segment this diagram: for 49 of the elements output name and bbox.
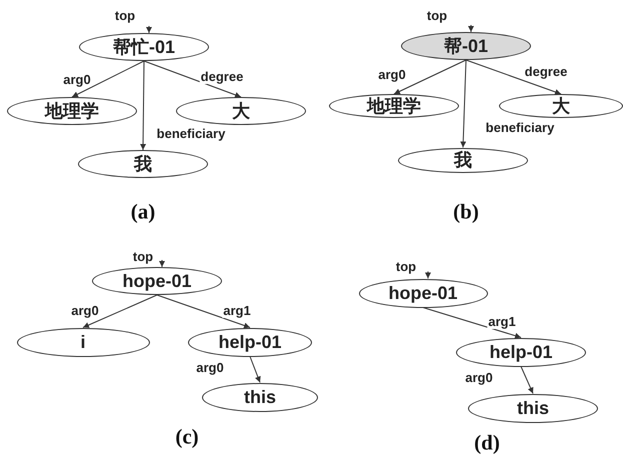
arrow [422, 307, 522, 339]
edge-label: arg0 [377, 68, 407, 82]
edge-label: arg1 [222, 304, 252, 318]
ellipse-node: 大 [499, 94, 623, 118]
arrow [82, 294, 158, 328]
edge-label: top [132, 250, 154, 264]
ellipse-node: hope-01 [92, 267, 222, 295]
panel-caption: (c) [175, 424, 199, 450]
edge-label: degree [524, 65, 568, 79]
ellipse-node: 大 [176, 97, 306, 125]
edge-label: arg0 [464, 371, 494, 385]
ellipse-node: help-01 [456, 338, 586, 366]
arrow [394, 60, 466, 94]
arrow [520, 366, 534, 394]
arrow [250, 356, 261, 383]
panel-caption: (b) [453, 200, 479, 224]
arrow [460, 60, 466, 148]
ellipse-node: 地理学 [329, 94, 459, 118]
arrow [425, 271, 431, 279]
edge-label: beneficiary [484, 121, 556, 135]
edge-label: top [426, 9, 448, 23]
ellipse-node: 地理学 [7, 97, 137, 125]
arrow [156, 294, 250, 328]
arrow [72, 60, 144, 98]
edge-label: beneficiary [156, 127, 226, 141]
arrow [140, 60, 146, 150]
ellipse-node: 帮-01 [401, 32, 531, 60]
arrow [144, 60, 242, 98]
edge-label: top [114, 9, 136, 23]
ellipse-node: 我 [78, 150, 208, 178]
ellipse-node: this [468, 394, 598, 422]
ellipse-node: 帮忙-01 [79, 33, 209, 61]
ellipse-node: this [202, 382, 318, 412]
edge-label: arg0 [62, 73, 92, 87]
ellipse-node: 我 [398, 148, 528, 172]
edge-label: arg1 [487, 315, 517, 329]
arrow [159, 260, 165, 268]
edge-label: arg0 [195, 361, 225, 375]
ellipse-node: i [16, 328, 150, 356]
panel-caption: (a) [130, 200, 156, 224]
ellipse-node: help-01 [188, 328, 312, 356]
arrow [146, 26, 152, 34]
edge-label: degree [200, 70, 244, 84]
ellipse-node: hope-01 [358, 278, 488, 308]
edge-label: top [394, 260, 418, 274]
edge-label: arg0 [70, 304, 100, 318]
arrow [468, 24, 474, 32]
arrow [466, 60, 562, 95]
panel-caption: (d) [474, 430, 500, 456]
